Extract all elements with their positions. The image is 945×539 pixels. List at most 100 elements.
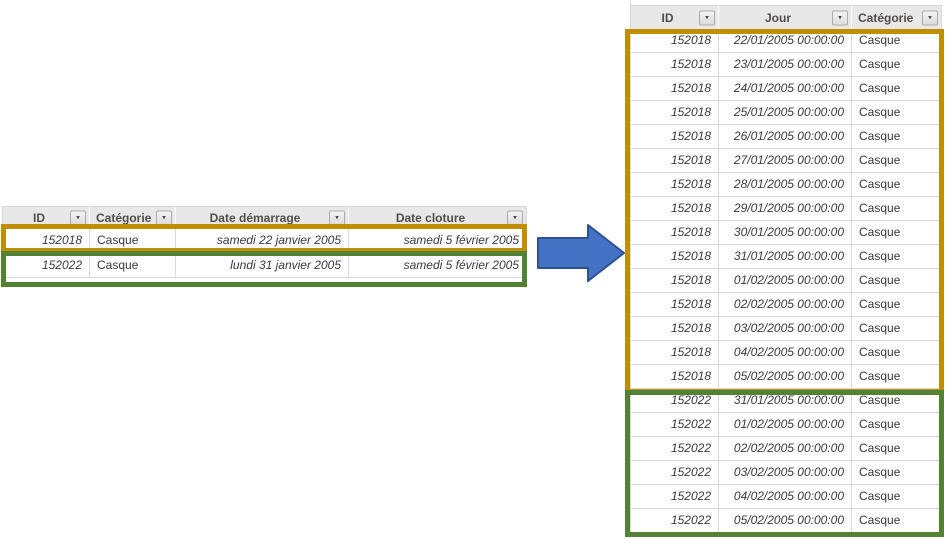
cell-categorie: Casque [859, 417, 901, 431]
column-header-categorie[interactable]: Catégorie ▾ [852, 6, 941, 29]
cell-id: 152018 [631, 149, 719, 172]
filter-button[interactable]: ▾ [329, 210, 345, 225]
cell-id: 152018 [631, 269, 719, 292]
cell-id: 152018 [3, 228, 90, 252]
column-header-id[interactable]: ID ▾ [631, 6, 719, 29]
column-header-date-cloture[interactable]: Date cloture ▾ [349, 207, 526, 228]
filter-button[interactable]: ▾ [832, 10, 848, 25]
column-header-label: Catégorie [96, 210, 152, 225]
cell-id: 152018 [631, 101, 719, 124]
summary-table: ID ▾ Catégorie ▾ Date démarrage ▾ Date c… [2, 206, 527, 278]
column-header-jour[interactable]: Jour ▾ [719, 6, 852, 29]
cell-jour: 05/02/2005 00:00:00 [719, 365, 852, 388]
column-header-label: ID [661, 10, 674, 25]
cell-categorie: Casque [859, 105, 901, 119]
cell-categorie: Casque [859, 81, 901, 95]
cell-jour: 29/01/2005 00:00:00 [719, 197, 852, 220]
filter-button[interactable]: ▾ [156, 210, 172, 225]
column-header-id[interactable]: ID ▾ [3, 207, 90, 228]
cell-id: 152018 [631, 197, 719, 220]
cell-id: 152018 [631, 173, 719, 196]
cell-categorie: Casque [859, 153, 901, 167]
cell-categorie: Casque [859, 297, 901, 311]
cell-jour: 02/02/2005 00:00:00 [719, 293, 852, 316]
filter-dropdown-icon: ▾ [838, 13, 842, 21]
cell-id: 152022 [631, 461, 719, 484]
transform-arrow [536, 222, 626, 284]
filter-button[interactable]: ▾ [699, 10, 715, 25]
cell-jour: 22/01/2005 00:00:00 [719, 29, 852, 52]
cell-categorie: Casque [859, 345, 901, 359]
cell-categorie: Casque [859, 321, 901, 335]
filter-button[interactable]: ▾ [70, 210, 86, 225]
expanded-table-header: ID ▾ Jour ▾ Catégorie ▾ [631, 5, 941, 29]
cell-categorie: Casque [859, 441, 901, 455]
cell-categorie: Casque [859, 369, 901, 383]
cell-jour: 30/01/2005 00:00:00 [719, 221, 852, 244]
cell-categorie: Casque [859, 513, 901, 527]
cell-categorie: Casque [859, 57, 901, 71]
cell-date_cloture: samedi 5 février 2005 [403, 258, 519, 272]
cell-id: 152018 [631, 317, 719, 340]
cell-id: 152018 [631, 29, 719, 52]
cell-jour: 24/01/2005 00:00:00 [719, 77, 852, 100]
cell-jour: 04/02/2005 00:00:00 [719, 341, 852, 364]
table-left-border-stub [630, 0, 631, 5]
cell-id: 152022 [631, 485, 719, 508]
cell-id: 152018 [631, 293, 719, 316]
filter-button[interactable]: ▾ [922, 10, 938, 25]
cell-id: 152018 [631, 221, 719, 244]
transform-arrow-svg [537, 224, 625, 282]
cell-id: 152018 [631, 77, 719, 100]
transform-arrow-shape [537, 224, 625, 282]
filter-dropdown-icon: ▾ [513, 213, 517, 221]
filter-dropdown-icon: ▾ [335, 213, 339, 221]
cell-categorie: Casque [859, 225, 901, 239]
cell-jour: 03/02/2005 00:00:00 [719, 317, 852, 340]
cell-categorie: Casque [859, 33, 901, 47]
cell-categorie: Casque [90, 253, 176, 277]
column-header-label: ID [33, 210, 45, 225]
column-header-label: Catégorie [858, 10, 914, 25]
cell-categorie: Casque [859, 465, 901, 479]
cell-date_demarrage: lundi 31 janvier 2005 [176, 253, 349, 277]
filter-dropdown-icon: ▾ [162, 213, 166, 221]
column-header-categorie[interactable]: Catégorie ▾ [90, 207, 176, 228]
cell-categorie: Casque [859, 201, 901, 215]
column-header-label: Jour [764, 10, 791, 25]
cell-categorie: Casque [859, 273, 901, 287]
filter-button[interactable]: ▾ [507, 210, 523, 225]
cell-id: 152018 [631, 125, 719, 148]
cell-jour: 27/01/2005 00:00:00 [719, 149, 852, 172]
cell-jour: 31/01/2005 00:00:00 [719, 245, 852, 268]
cell-categorie: Casque [859, 489, 901, 503]
column-header-date-demarrage[interactable]: Date démarrage ▾ [176, 207, 349, 228]
